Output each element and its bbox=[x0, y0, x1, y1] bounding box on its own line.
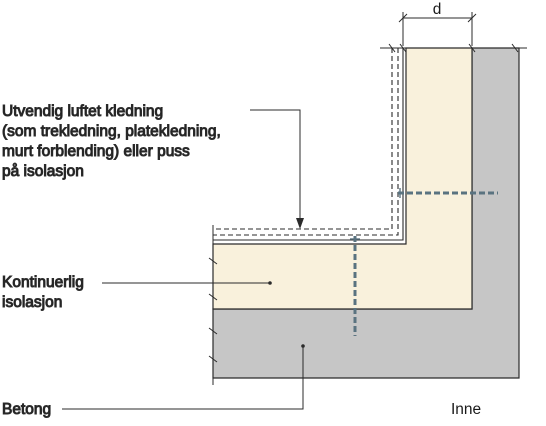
concrete-body bbox=[212, 47, 520, 379]
dimension-d bbox=[398, 12, 477, 46]
inside-label: Inne bbox=[451, 401, 481, 418]
insulation-body bbox=[212, 47, 473, 310]
cladding-leader-line bbox=[250, 109, 301, 223]
cladding-line-face bbox=[213, 48, 404, 241]
cladding-label-line-4: på isolasjon bbox=[2, 163, 84, 180]
fasteners bbox=[350, 188, 498, 336]
cladding-label-line-2: (som trekledning, platekledning, bbox=[2, 123, 221, 140]
cladding-line-outer bbox=[213, 48, 393, 230]
insulation-label-line-2: isolasjon bbox=[2, 294, 62, 311]
cladding-label-line-3: murt forblending) eller puss bbox=[2, 143, 190, 160]
concrete-label: Betong bbox=[2, 401, 51, 418]
cladding-label-line-1: Utvendig luftet kledning bbox=[2, 103, 163, 120]
cladding-leader-arrow bbox=[296, 218, 304, 229]
callout-insulation: Kontinuerlig isolasjon bbox=[2, 274, 272, 312]
insulation-label-line-1: Kontinuerlig bbox=[2, 274, 84, 291]
top-break-line bbox=[380, 43, 527, 53]
cladding-line-inner bbox=[213, 48, 399, 236]
left-break-marks bbox=[208, 225, 218, 385]
callout-concrete: Betong bbox=[2, 344, 305, 419]
callout-cladding: Utvendig luftet kledning (som treklednin… bbox=[2, 103, 304, 229]
concrete-leader-line bbox=[62, 346, 304, 410]
concrete-leader-dot bbox=[301, 344, 305, 348]
insulation-leader-dot bbox=[268, 281, 272, 285]
cladding-layer bbox=[213, 48, 404, 241]
dimension-label: d bbox=[433, 1, 442, 18]
